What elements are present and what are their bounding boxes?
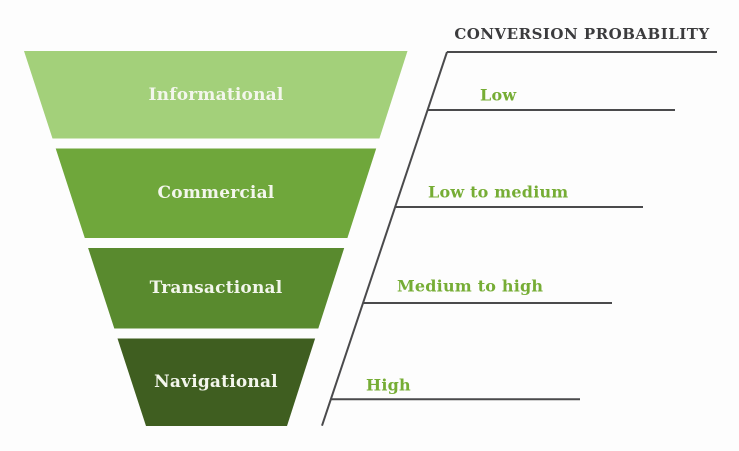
funnel-segment-navigational (117, 338, 316, 426)
probability-label-low-to-medium: Low to medium (428, 182, 569, 201)
funnel-segment-commercial (55, 148, 377, 238)
funnel-label-commercial: Commercial (157, 183, 275, 203)
probability-label-low: Low (480, 85, 517, 105)
funnel-label-informational: Informational (148, 85, 284, 105)
probability-axis-diagonal-line (321, 51, 448, 427)
probability-label-high: High (366, 375, 411, 394)
funnel-label-navigational: Navigational (154, 372, 278, 392)
funnel-segment-transactional (88, 248, 345, 329)
conversion-probability-title: CONVERSION PROBABILITY (454, 25, 710, 43)
funnel-segment-informational (24, 51, 408, 139)
probability-label-medium-to-high: Medium to high (397, 276, 544, 296)
funnel-label-transactional: Transactional (149, 278, 283, 298)
